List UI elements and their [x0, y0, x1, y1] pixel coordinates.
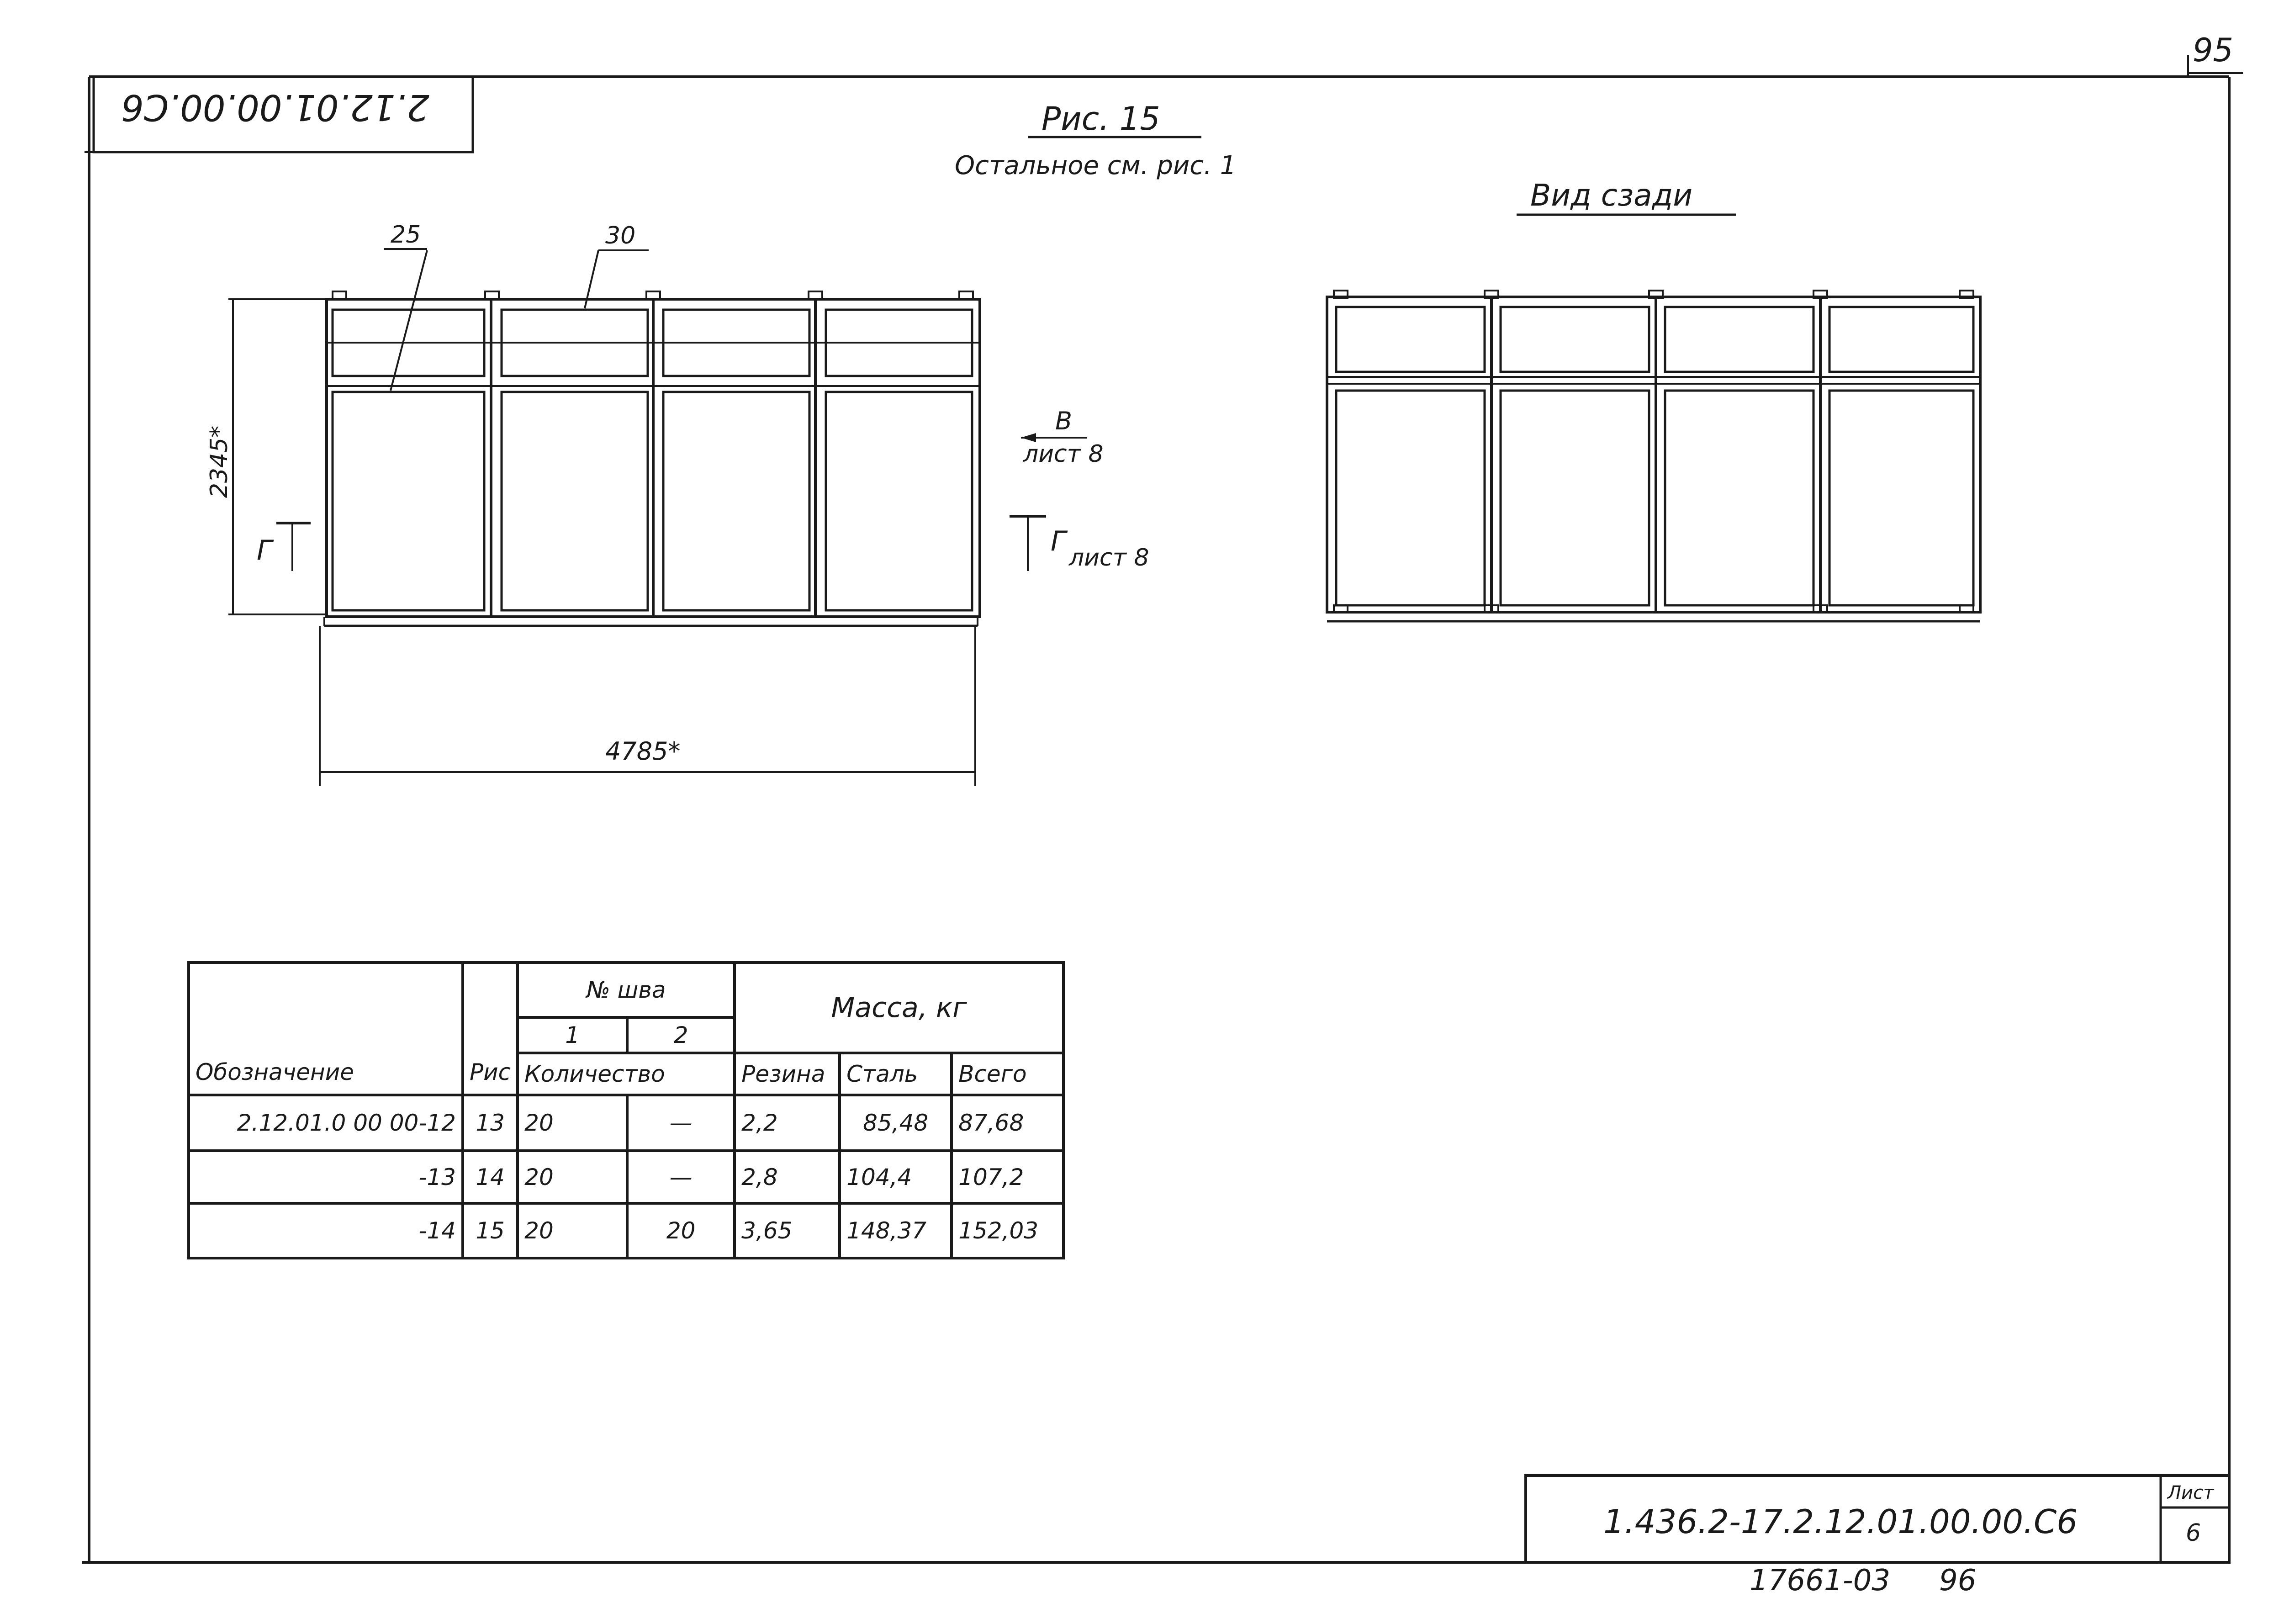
- th-fig: Рис: [461, 961, 519, 1096]
- cell-rubber: 2,8: [733, 1149, 841, 1205]
- cell-designation: -14: [187, 1202, 464, 1259]
- archive-page: 96: [1939, 1564, 1977, 1598]
- cell-fig: 15: [461, 1202, 519, 1259]
- table-row: 2.12.01.0 00 00-12 13 20 — 2,2 85,48 87,…: [187, 1094, 1065, 1152]
- th-weld-1: 1: [516, 1016, 629, 1054]
- cell-steel: 85,48: [838, 1094, 953, 1152]
- cell-fig: 13: [461, 1094, 519, 1152]
- section-g-left: Г: [257, 534, 272, 566]
- table-row: -14 15 20 20 3,65 148,37 152,03: [187, 1202, 1065, 1259]
- cell-q2: —: [626, 1094, 736, 1152]
- th-designation: Обозначение: [187, 961, 464, 1096]
- th-qty: Количество: [516, 1052, 736, 1096]
- dim-height: 2345*: [206, 425, 233, 498]
- th-weld-2: 2: [626, 1016, 736, 1054]
- section-g-right: Г: [1051, 525, 1066, 557]
- cell-q2: —: [626, 1149, 736, 1205]
- th-rubber: Резина: [733, 1052, 841, 1096]
- cell-designation: -13: [187, 1149, 464, 1205]
- th-mass: Масса, кг: [733, 961, 1065, 1054]
- dim-width: 4785*: [605, 737, 681, 766]
- cell-total: 107,2: [950, 1149, 1065, 1205]
- archive-number: 17661-03: [1750, 1564, 1891, 1598]
- spec-table: Обозначение Рис № шва Масса, кг 1 2 Коли…: [187, 961, 1065, 1259]
- rear-view-title: Вид сзади: [1530, 178, 1693, 213]
- stamp-sheet-no: 6: [2186, 1519, 2201, 1547]
- cell-fig: 14: [461, 1149, 519, 1205]
- table-row: -13 14 20 — 2,8 104,4 107,2: [187, 1149, 1065, 1205]
- cell-total: 87,68: [950, 1094, 1065, 1152]
- cell-q2: 20: [626, 1202, 736, 1259]
- leader-30: 30: [605, 222, 636, 249]
- page-number: 95: [2193, 32, 2234, 69]
- rear-view: [1326, 290, 1982, 623]
- view-b-sheet: лист 8: [1023, 440, 1104, 468]
- stamp-sheet-label: Лист: [2168, 1482, 2214, 1503]
- cell-q1: 20: [516, 1094, 629, 1152]
- figure-title: Рис. 15: [1042, 100, 1160, 138]
- title-block: [1524, 1474, 2231, 1564]
- cell-q1: 20: [516, 1149, 629, 1205]
- leader-25: 25: [391, 221, 421, 249]
- cell-total: 152,03: [950, 1202, 1065, 1259]
- cell-steel: 104,4: [838, 1149, 953, 1205]
- view-b-label: В: [1055, 407, 1073, 435]
- cell-steel: 148,37: [838, 1202, 953, 1259]
- cell-designation: 2.12.01.0 00 00-12: [187, 1094, 464, 1152]
- figure-note: Остальное см. рис. 1: [955, 151, 1237, 180]
- cell-rubber: 2,2: [733, 1094, 841, 1152]
- cell-rubber: 3,65: [733, 1202, 841, 1259]
- rotated-code: 2.12.01.00.00.C6: [121, 86, 429, 127]
- th-steel: Сталь: [838, 1052, 953, 1096]
- section-g-sheet: лист 8: [1069, 544, 1149, 571]
- stamp-code: 1.436.2-17.2.12.01.00.00.C6: [1603, 1502, 2078, 1541]
- th-weld: № шва: [516, 961, 736, 1019]
- th-total: Всего: [950, 1052, 1065, 1096]
- cell-q1: 20: [516, 1202, 629, 1259]
- front-view: [323, 291, 981, 627]
